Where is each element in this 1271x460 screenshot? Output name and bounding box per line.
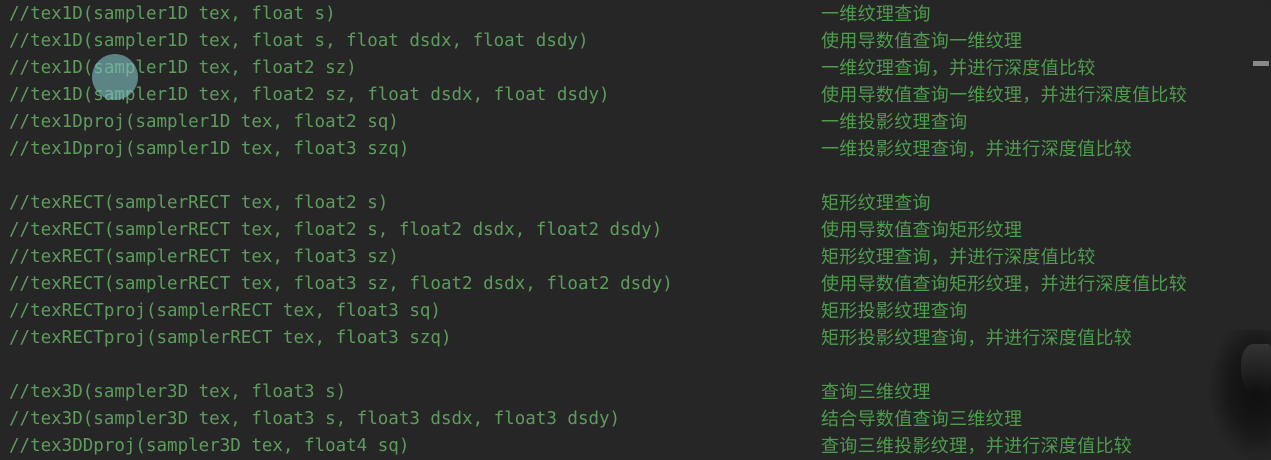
code-signature: //texRECTproj(samplerRECT tex, float3 sz… <box>9 328 452 348</box>
code-line[interactable]: //tex1D(sampler1D tex, float s, float ds… <box>0 28 1271 55</box>
code-comment-translation: 使用导数值查询一维纹理 <box>821 31 1023 52</box>
code-signature: //tex1D(sampler1D tex, float2 sz) <box>9 58 357 78</box>
code-line[interactable]: //texRECT(samplerRECT tex, float2 s, flo… <box>0 217 1271 244</box>
code-signature: //tex3DDproj(sampler3D tex, float4 sq) <box>9 436 410 456</box>
code-line[interactable]: //tex1D(sampler1D tex, float2 sz, float … <box>0 82 1271 109</box>
code-comment-translation: 查询三维纹理 <box>821 382 931 403</box>
code-comment-translation: 一维纹理查询，并进行深度值比较 <box>821 58 1096 79</box>
code-comment-translation: 结合导数值查询三维纹理 <box>821 409 1023 430</box>
code-line[interactable]: //texRECT(samplerRECT tex, float2 s) 矩形纹理… <box>0 190 1271 217</box>
code-signature: //tex3D(sampler3D tex, float3 s) <box>9 382 347 402</box>
code-comment-translation: 使用导数值查询一维纹理，并进行深度值比较 <box>821 85 1187 106</box>
code-comment-translation: 一维投影纹理查询，并进行深度值比较 <box>821 139 1133 160</box>
code-signature: //tex1D(sampler1D tex, float s) <box>9 4 336 24</box>
tex1d-block: //tex1D(sampler1D tex, float s)一维纹理查询//t… <box>0 1 1271 163</box>
code-comment-translation: 矩形投影纹理查询 <box>821 301 968 322</box>
code-signature: //tex1D(sampler1D tex, float2 sz, float … <box>9 85 610 105</box>
code-line[interactable]: //tex1D(sampler1D tex, float s) 一维纹理查询 <box>0 1 1271 28</box>
code-signature: //texRECT(samplerRECT tex, float2 s) <box>9 193 389 213</box>
code-comment-translation: 一维投影纹理查询 <box>821 112 968 133</box>
code-comment-translation: 使用导数值查询矩形纹理，并进行深度值比较 <box>821 274 1187 295</box>
code-line[interactable]: //texRECT(samplerRECT tex, float3 sz, fl… <box>0 271 1271 298</box>
code-line[interactable]: //tex3DDproj(sampler3D tex, float4 sq) 查询… <box>0 433 1271 460</box>
code-signature: //tex3D(sampler3D tex, float3 s, float3 … <box>9 409 621 429</box>
code-comment-translation: 一维纹理查询 <box>821 4 931 25</box>
code-line[interactable]: //texRECTproj(samplerRECT tex, float3 sq… <box>0 298 1271 325</box>
code-comment-translation: 使用导数值查询矩形纹理 <box>821 220 1023 241</box>
code-line[interactable]: //tex3D(sampler3D tex, float3 s, float3 … <box>0 406 1271 433</box>
code-line[interactable]: //tex1D(sampler1D tex, float2 sz) 一维纹理查询，… <box>0 55 1271 82</box>
code-line[interactable]: //texRECT(samplerRECT tex, float3 sz) 矩形纹… <box>0 244 1271 271</box>
code-signature: //texRECT(samplerRECT tex, float3 sz, fl… <box>9 274 673 294</box>
texrect-block: //texRECT(samplerRECT tex, float2 s) 矩形纹理… <box>0 190 1271 352</box>
scrollbar-tick[interactable] <box>1253 61 1269 66</box>
code-signature: //texRECTproj(samplerRECT tex, float3 sq… <box>9 301 441 321</box>
code-comment-translation: 查询三维投影纹理，并进行深度值比较 <box>821 436 1133 457</box>
code-line[interactable]: //tex1Dproj(sampler1D tex, float2 sq) 一维投… <box>0 109 1271 136</box>
code-signature: //tex1D(sampler1D tex, float s, float ds… <box>9 31 589 51</box>
code-signature: //tex1Dproj(sampler1D tex, float2 sq) <box>9 112 399 132</box>
tex3d-block: //tex3D(sampler3D tex, float3 s)查询三维纹理//… <box>0 379 1271 460</box>
code-signature: //texRECT(samplerRECT tex, float2 s, flo… <box>9 220 663 240</box>
code-line[interactable]: //tex3D(sampler3D tex, float3 s) 查询三维纹理 <box>0 379 1271 406</box>
code-comment-translation: 矩形纹理查询，并进行深度值比较 <box>821 247 1096 268</box>
code-line[interactable]: //tex1Dproj(sampler1D tex, float3 szq) 一维… <box>0 136 1271 163</box>
code-line[interactable]: //texRECTproj(samplerRECT tex, float3 sz… <box>0 325 1271 352</box>
code-comment-translation: 矩形投影纹理查询，并进行深度值比较 <box>821 328 1133 349</box>
code-signature: //tex1Dproj(sampler1D tex, float3 szq) <box>9 139 410 159</box>
code-comment-translation: 矩形纹理查询 <box>821 193 931 214</box>
code-signature: //texRECT(samplerRECT tex, float3 sz) <box>9 247 399 267</box>
